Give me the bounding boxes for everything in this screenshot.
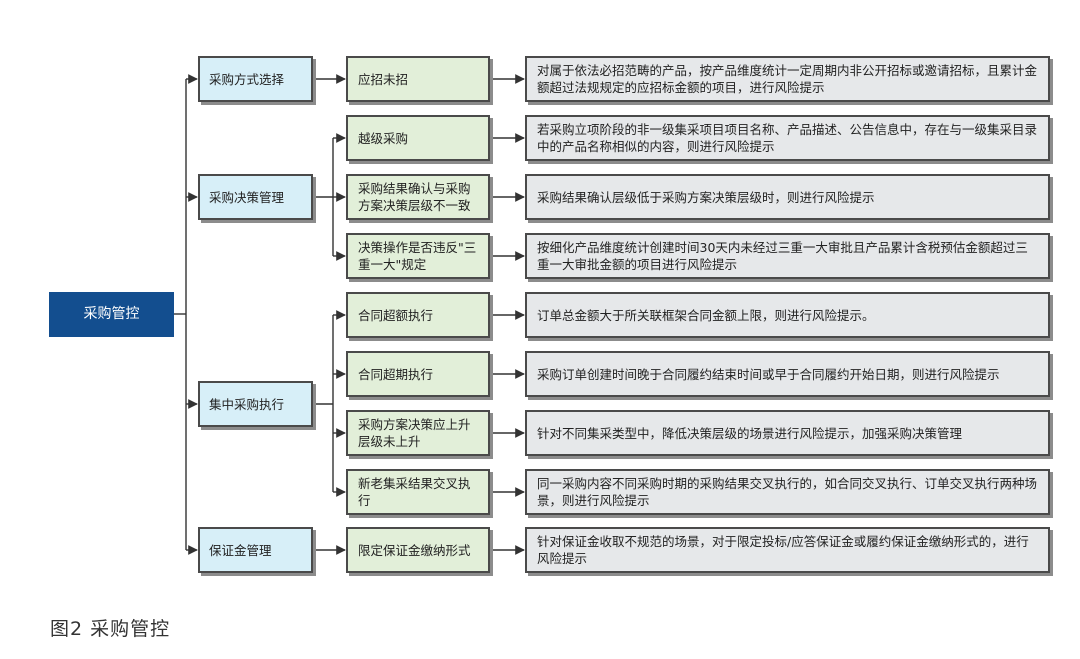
category-node-deposit-management: 保证金管理	[198, 527, 313, 573]
description-node: 按细化产品维度统计创建时间30天内未经过三重一大审批且产品累计含税预估金额超过三…	[525, 233, 1050, 279]
root-node: 采购管控	[49, 292, 174, 337]
category-node-centralized-execution: 集中采购执行	[198, 381, 313, 427]
description-node: 采购订单创建时间晚于合同履约结束时间或早于合同履约开始日期，则进行风险提示	[525, 351, 1050, 397]
item-node: 采购方案决策应上升层级未上升	[346, 410, 490, 456]
root-label: 采购管控	[83, 306, 140, 322]
item-label: 限定保证金缴纳形式	[358, 542, 471, 558]
item-node: 越级采购	[346, 115, 490, 161]
description-node: 若采购立项阶段的非一级集采项目项目名称、产品描述、公告信息中，存在与一级集采目录…	[525, 115, 1050, 161]
description-text: 若采购立项阶段的非一级集采项目项目名称、产品描述、公告信息中，存在与一级集采目录…	[537, 122, 1038, 154]
category-label: 采购方式选择	[209, 71, 285, 87]
description-node: 针对保证金收取不规范的场景，对于限定投标/应答保证金或履约保证金缴纳形式的，进行…	[525, 527, 1050, 573]
description-text: 同一采购内容不同采购时期的采购结果交叉执行的，如合同交叉执行、订单交叉执行两种场…	[537, 476, 1038, 508]
item-label: 采购结果确认与采购方案决策层级不一致	[358, 181, 471, 213]
item-node: 采购结果确认与采购方案决策层级不一致	[346, 174, 490, 220]
item-label: 应招未招	[358, 71, 409, 87]
description-text: 针对保证金收取不规范的场景，对于限定投标/应答保证金或履约保证金缴纳形式的，进行…	[537, 534, 1029, 566]
item-label: 采购方案决策应上升层级未上升	[358, 417, 471, 449]
item-label: 合同超期执行	[358, 366, 434, 382]
description-text: 对属于依法必招范畴的产品，按产品维度统计一定周期内非公开招标或邀请招标，且累计金…	[537, 63, 1038, 95]
description-text: 按细化产品维度统计创建时间30天内未经过三重一大审批且产品累计含税预估金额超过三…	[537, 240, 1028, 272]
item-node: 新老集采结果交叉执行	[346, 469, 490, 515]
item-label: 决策操作是否违反"三重一大"规定	[358, 240, 477, 272]
item-node: 决策操作是否违反"三重一大"规定	[346, 233, 490, 279]
description-text: 采购结果确认层级低于采购方案决策层级时，则进行风险提示	[537, 189, 875, 205]
item-label: 越级采购	[358, 130, 409, 146]
item-node: 合同超期执行	[346, 351, 490, 397]
description-node: 针对不同集采类型中，降低决策层级的场景进行风险提示，加强采购决策管理	[525, 410, 1050, 456]
item-node: 应招未招	[346, 56, 490, 102]
description-node: 同一采购内容不同采购时期的采购结果交叉执行的，如合同交叉执行、订单交叉执行两种场…	[525, 469, 1050, 515]
description-node: 订单总金额大于所关联框架合同金额上限，则进行风险提示。	[525, 292, 1050, 338]
category-node-decision-management: 采购决策管理	[198, 174, 313, 220]
description-text: 订单总金额大于所关联框架合同金额上限，则进行风险提示。	[537, 307, 875, 323]
item-label: 合同超额执行	[358, 307, 434, 323]
description-text: 采购订单创建时间晚于合同履约结束时间或早于合同履约开始日期，则进行风险提示	[537, 366, 1000, 382]
description-node: 对属于依法必招范畴的产品，按产品维度统计一定周期内非公开招标或邀请招标，且累计金…	[525, 56, 1050, 102]
item-node: 限定保证金缴纳形式	[346, 527, 490, 573]
item-node: 合同超额执行	[346, 292, 490, 338]
category-label: 保证金管理	[209, 542, 272, 558]
category-label: 集中采购执行	[209, 396, 285, 412]
description-text: 针对不同集采类型中，降低决策层级的场景进行风险提示，加强采购决策管理	[537, 425, 963, 441]
figure-caption: 图2 采购管控	[50, 618, 171, 640]
item-label: 新老集采结果交叉执行	[358, 476, 471, 508]
category-label: 采购决策管理	[209, 189, 285, 205]
category-node-procurement-method: 采购方式选择	[198, 56, 313, 102]
description-node: 采购结果确认层级低于采购方案决策层级时，则进行风险提示	[525, 174, 1050, 220]
